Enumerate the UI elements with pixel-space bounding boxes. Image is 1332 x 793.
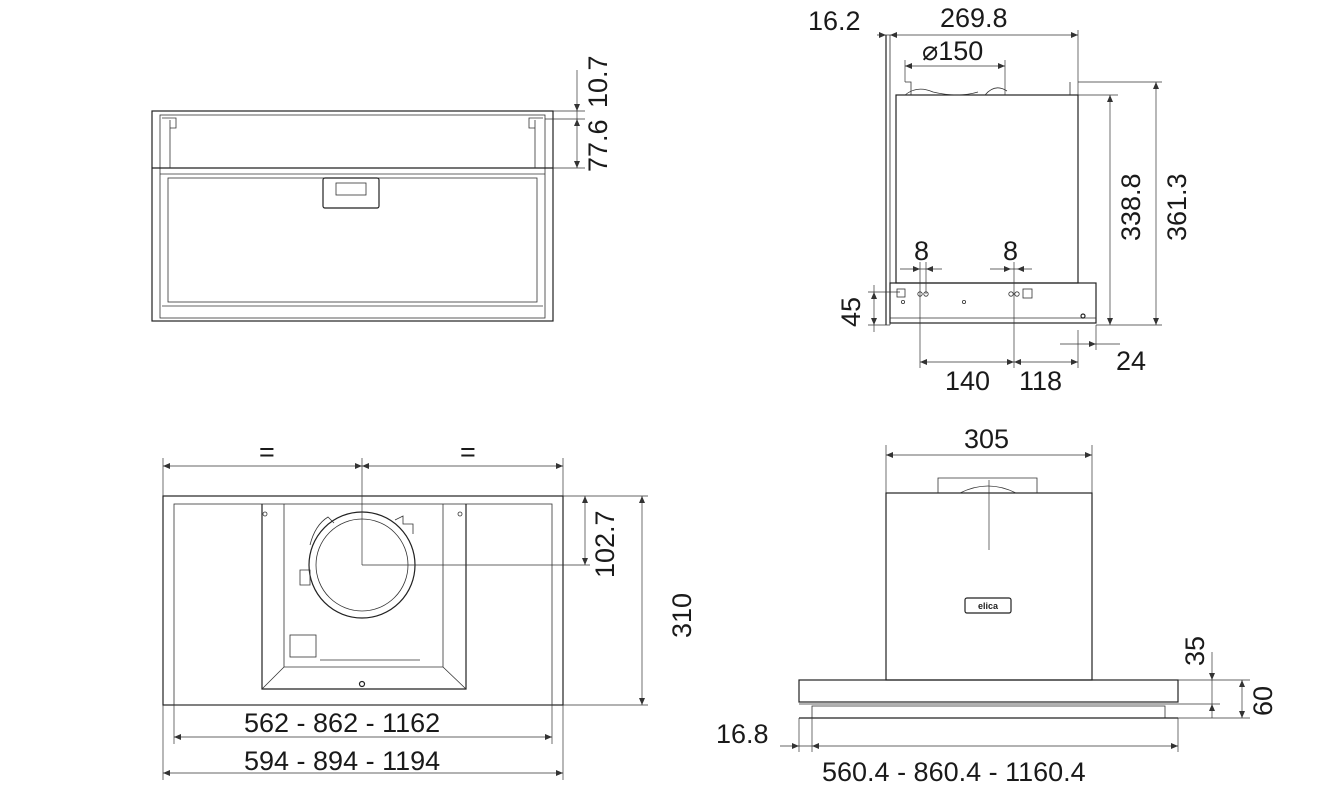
dim-16-2: 16.2 [808,6,861,36]
dim-outer-widths: 594 - 894 - 1194 [244,746,440,776]
logo-text: elica [978,601,999,611]
dim-16-8: 16.8 [716,719,769,749]
front-view: 10.7 77.6 [151,55,613,322]
dim-305: 305 [964,424,1009,454]
logo-badge [964,597,1012,614]
dim-338-8: 338.8 [1116,173,1146,241]
dim-10-7: 10.7 [583,55,613,108]
dim-equal-right: = [460,437,476,467]
dim-269-8: 269.8 [940,3,1008,33]
dim-inner-widths: 562 - 862 - 1162 [244,708,440,738]
dim-hole-8-right: 8 [1003,236,1018,266]
dim-diameter-150: ⌀150 [922,36,983,66]
front-handle [322,177,380,209]
dim-77-6: 77.6 [583,119,613,172]
dim-equal-left: = [259,437,275,467]
side-view: 16.2 269.8 ⌀150 338.8 361.3 8 8 [808,3,1192,396]
dim-24: 24 [1116,346,1146,376]
dim-140: 140 [945,366,990,396]
top-view: = = 102.7 310 562 - 862 - 1162 594 - 894… [162,437,697,780]
dim-hole-8-left: 8 [914,236,929,266]
dim-118: 118 [1019,366,1062,396]
dim-60: 60 [1248,686,1278,716]
dim-102-7: 102.7 [590,510,620,578]
dim-310: 310 [667,593,697,638]
dim-45: 45 [836,297,866,327]
rear-view: elica 305 35 60 16.8 560.4 - 860.4 - 116… [716,424,1278,787]
dim-35: 35 [1180,636,1210,666]
dim-rear-widths: 560.4 - 860.4 - 1160.4 [822,757,1086,787]
dim-361-3: 361.3 [1162,173,1192,241]
